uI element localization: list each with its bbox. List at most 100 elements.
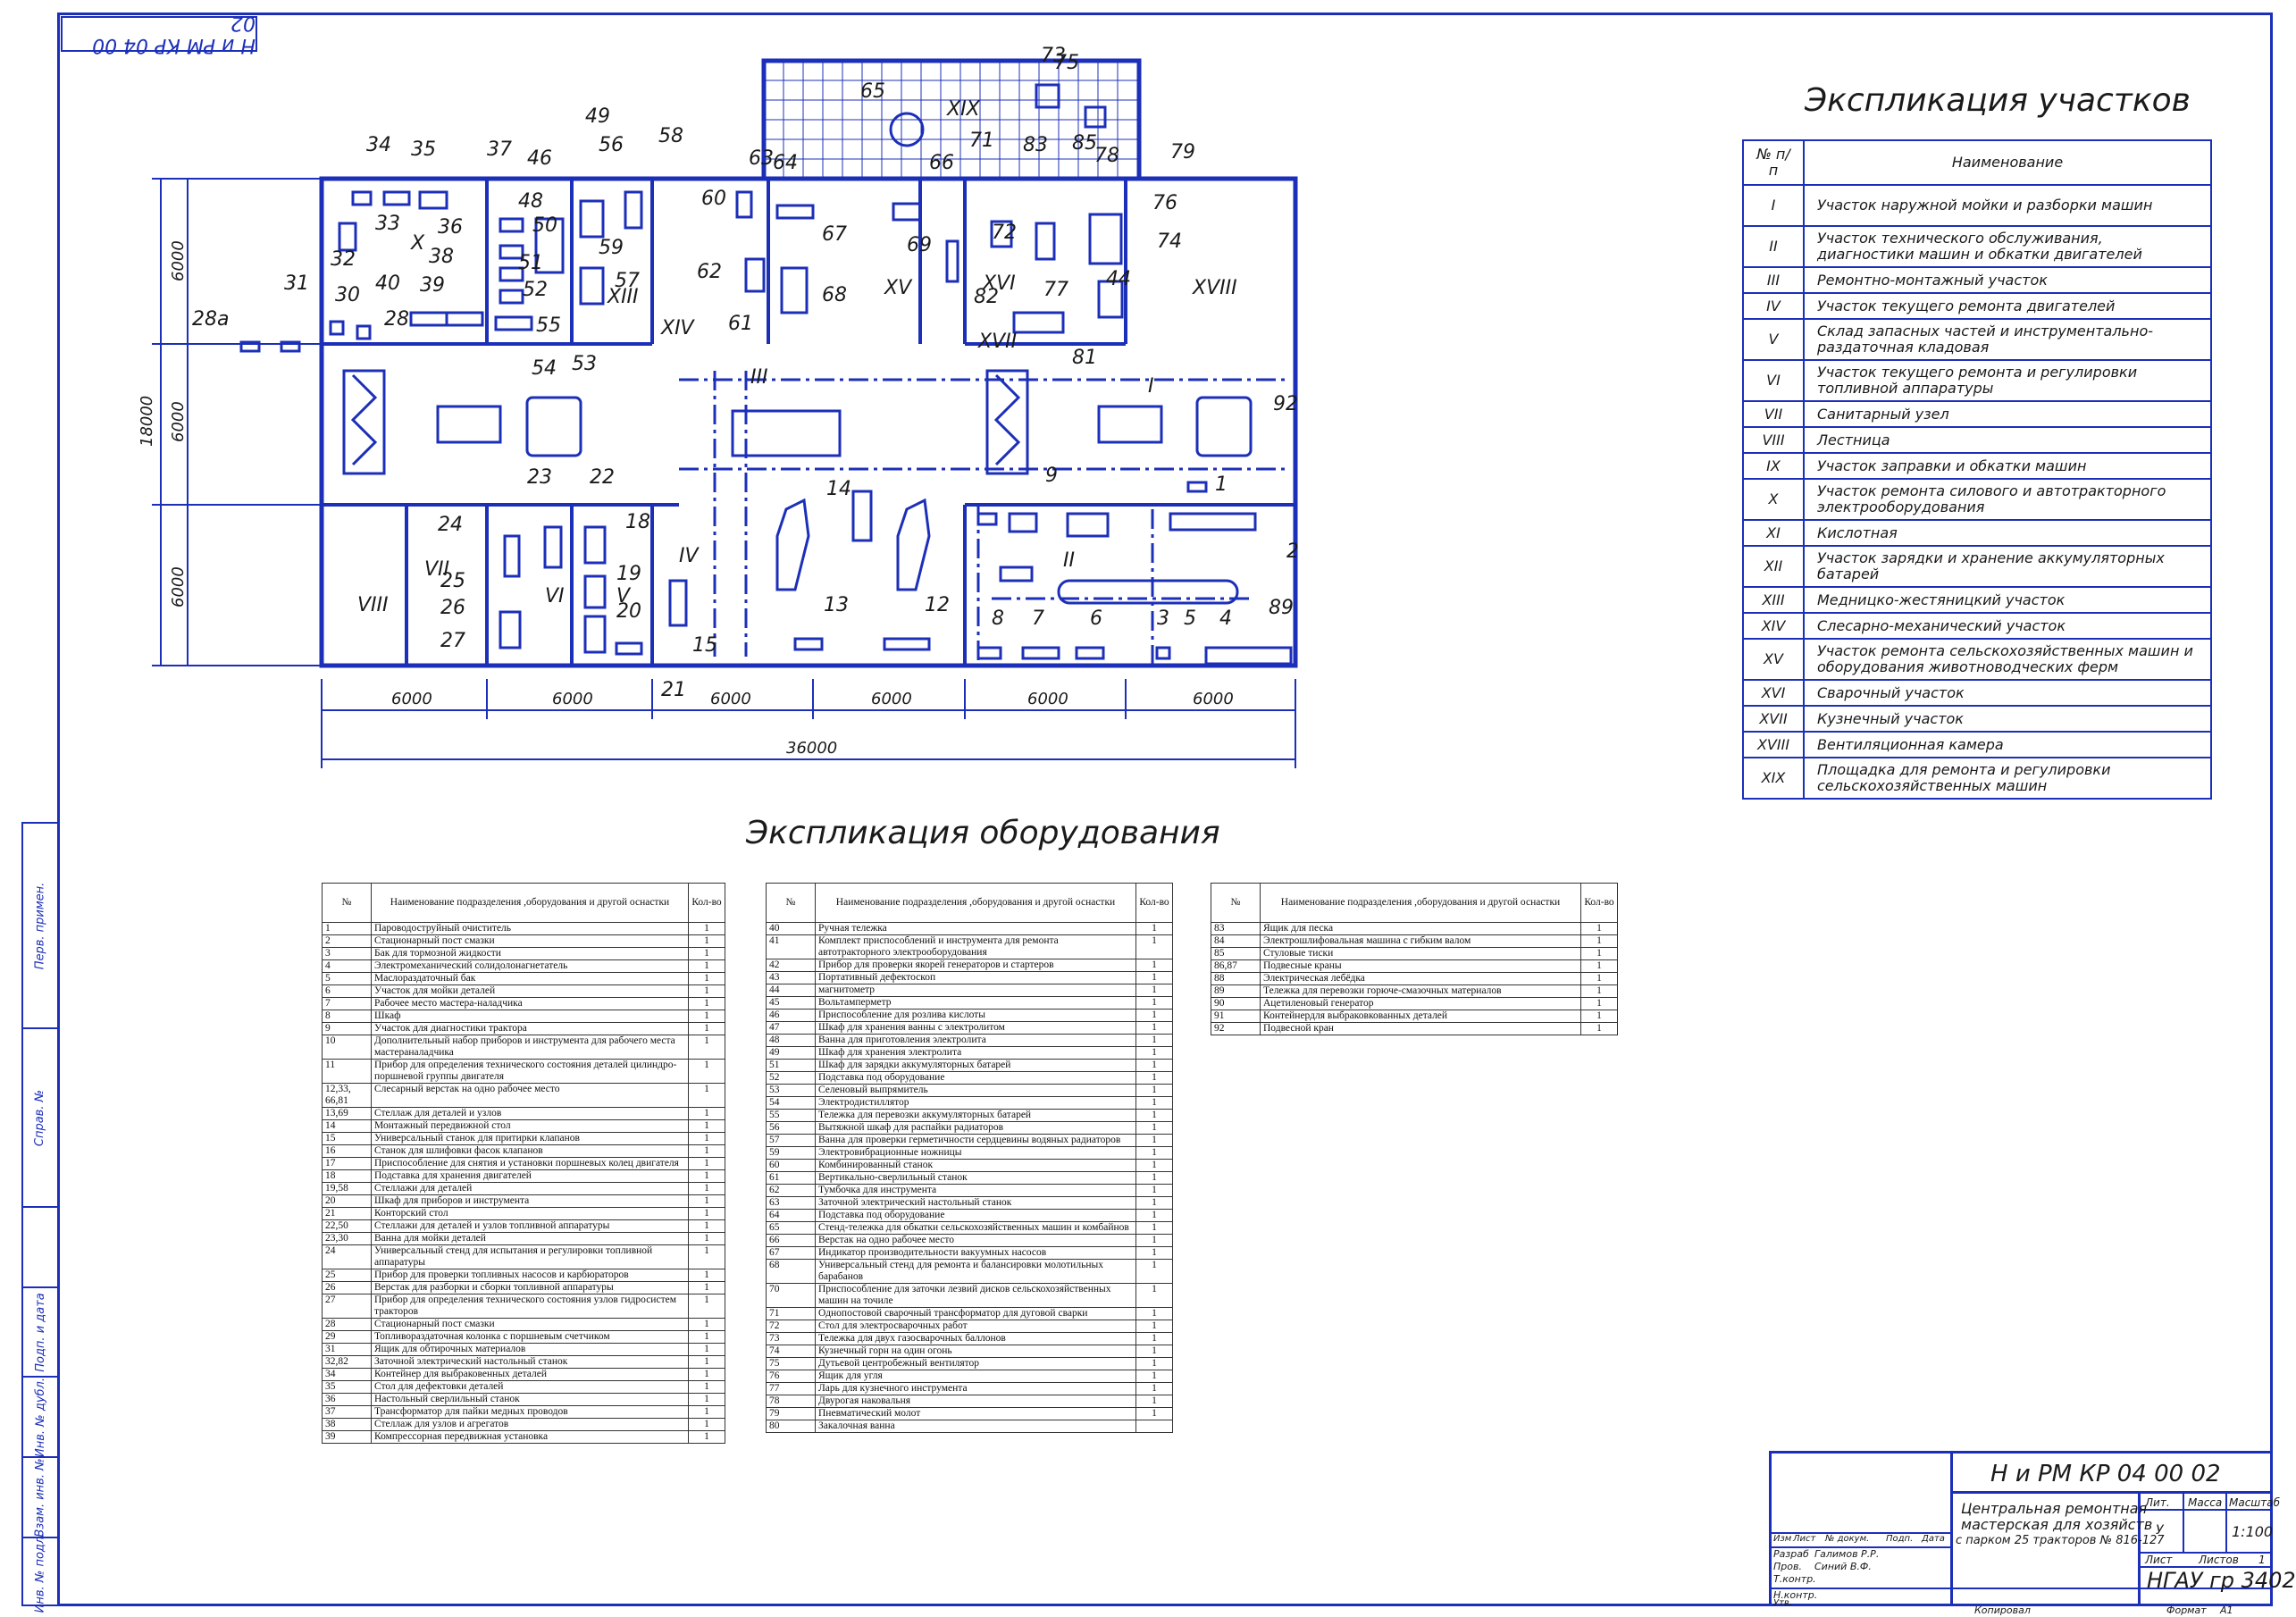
- row-number: 5: [322, 972, 372, 985]
- equipment-number: 67: [822, 223, 847, 246]
- row-qty: 1: [1135, 1382, 1173, 1395]
- row-name: Комплект приспособлений и инструмента дл…: [815, 934, 1136, 959]
- row-number: 38: [322, 1418, 372, 1431]
- row-qty: 1: [688, 1035, 725, 1060]
- equipment-number: 21: [661, 679, 686, 701]
- title-block: Н и РМ КР 04 00 02 Центральная ремонтная…: [1769, 1451, 2296, 1608]
- row-number: 75: [766, 1357, 816, 1370]
- title-name-3: с парком 25 тракторов № 816-127: [1956, 1534, 2165, 1547]
- zone-label: VII: [424, 558, 450, 581]
- equipment-number: 73: [1041, 45, 1066, 67]
- row-qty: 1: [1135, 1034, 1173, 1047]
- row-number: 78: [766, 1395, 816, 1408]
- equipment-title: Экспликация оборудования: [746, 815, 1220, 851]
- equipment-number: 77: [1043, 279, 1068, 301]
- section-number: IX: [1742, 452, 1805, 480]
- equipment-number: 69: [907, 234, 932, 256]
- section-name: Склад запасных частей и инструментально-…: [1803, 318, 2212, 361]
- zone-label: XVIII: [1193, 277, 1237, 299]
- dimension-texts: 6000 6000 6000 6000 6000 6000 36000 6000…: [138, 240, 1234, 758]
- row-name: Рабочее место мастера-наладчика: [371, 997, 689, 1010]
- row-qty: 1: [1580, 997, 1618, 1010]
- row-number: 39: [322, 1430, 372, 1444]
- row-name: Ванна для мойки деталей: [371, 1232, 689, 1245]
- row-qty: 1: [1135, 1357, 1173, 1370]
- row-name: Монтажный передвижной стол: [371, 1119, 689, 1133]
- row-name: Тумбочка для инструмента: [815, 1184, 1136, 1197]
- row-name: Ручная тележка: [815, 922, 1136, 935]
- row-number: 32,82: [322, 1355, 372, 1369]
- row-qty: 1: [1135, 934, 1173, 959]
- side-strip: Перв. примен. Справ. № Подп. и дата Инв.…: [21, 822, 57, 1613]
- row-qty: 1: [688, 1119, 725, 1133]
- row-number: 34: [322, 1368, 372, 1381]
- sheet-frame: [57, 13, 2273, 1606]
- row-qty: 1: [1135, 1046, 1173, 1060]
- row-qty: 1: [1135, 1221, 1173, 1235]
- row-name: Стационарный пост смазки: [371, 934, 689, 948]
- tractor-posts: [342, 112, 1253, 591]
- row-name: Стеллажи для деталей: [371, 1182, 689, 1195]
- row-number: 46: [766, 1009, 816, 1022]
- equipment-number: 19: [616, 563, 641, 585]
- row-number: 72: [766, 1320, 816, 1333]
- equipment-number: 51: [518, 252, 543, 274]
- row-name: Ящик для песка: [1260, 922, 1581, 935]
- row-name: Электрошлифовальная машина с гибким вало…: [1260, 934, 1581, 948]
- equipment-number: 31: [284, 272, 309, 295]
- row-qty: 1: [1135, 1184, 1173, 1197]
- table-header-name: Наименование подразделения ,оборудования…: [1260, 883, 1581, 923]
- equipment-number: 52: [523, 279, 548, 301]
- row-qty: 1: [688, 1294, 725, 1319]
- row-number: 86,87: [1211, 959, 1261, 973]
- zone-label: XIX: [947, 98, 980, 121]
- section-number: XIX: [1742, 757, 1805, 800]
- row-name: Пневматический молот: [815, 1407, 1136, 1420]
- sections-title: Экспликация участков: [1805, 82, 2191, 119]
- sheets-label: Листов: [2199, 1554, 2239, 1566]
- row-number: 6: [322, 984, 372, 998]
- row-qty: 1: [1580, 922, 1618, 935]
- equipment-number: 3: [1157, 607, 1169, 630]
- row-number: 26: [322, 1281, 372, 1294]
- row-name: Подставка для хранения двигателей: [371, 1169, 689, 1183]
- zone-label: XV: [884, 277, 912, 299]
- row-number: 83: [1211, 922, 1261, 935]
- equipment-number: 36: [438, 216, 463, 239]
- row-name: Контейнер для выбраковенных деталей: [371, 1368, 689, 1381]
- row-name: Приспособление для розлива кислоты: [815, 1009, 1136, 1022]
- partitions: [322, 179, 1295, 666]
- equipment-number: 56: [599, 134, 624, 156]
- row-number: 48: [766, 1034, 816, 1047]
- row-number: 62: [766, 1184, 816, 1197]
- section-number: VII: [1742, 400, 1805, 428]
- equipment-number: 44: [1106, 268, 1131, 290]
- row-name: Заточной электрический настольный станок: [371, 1355, 689, 1369]
- row-name: Заточной электрический настольный станок: [815, 1196, 1136, 1210]
- row-number: 49: [766, 1046, 816, 1060]
- row-name: Тележка для двух газосварочных баллонов: [815, 1332, 1136, 1345]
- row-qty: 1: [688, 1232, 725, 1245]
- row-qty: 1: [1135, 1134, 1173, 1147]
- row-qty: 1: [1135, 1320, 1173, 1333]
- row-qty: 1: [688, 934, 725, 948]
- equipment-number: 60: [701, 188, 726, 210]
- zone-label: III: [750, 366, 768, 389]
- equipment-number: 46: [527, 147, 552, 170]
